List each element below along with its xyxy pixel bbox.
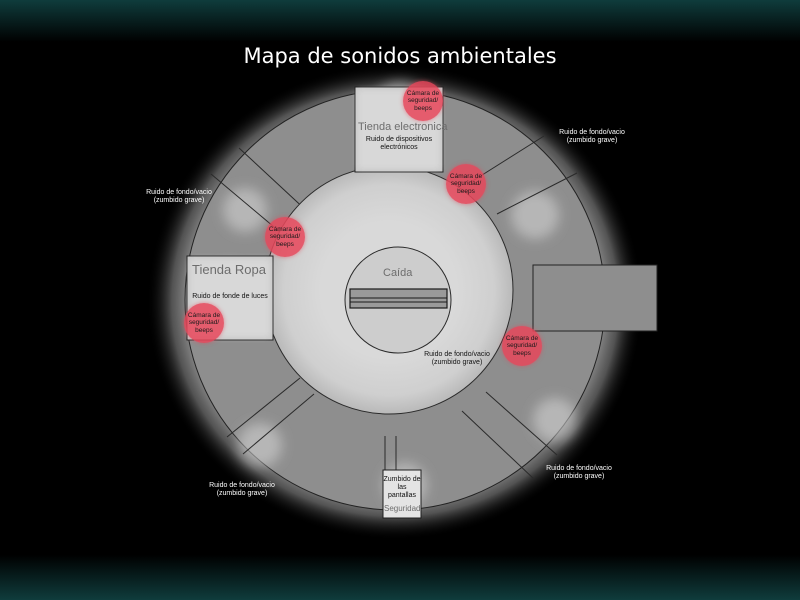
camera-marker: Cámara de seguridad/ beeps	[265, 217, 305, 257]
top-band	[0, 0, 800, 42]
store-electronica-sound: Ruido de dispositivos electrónicos	[365, 136, 433, 151]
bottom-band	[0, 555, 800, 600]
store-seguridad-box	[382, 469, 422, 519]
page-title: Mapa de sonidos ambientales	[243, 44, 557, 68]
store-seguridad-sound: Zumbido de las pantallas	[383, 476, 421, 499]
ambient-label: Ruido de fondo/vacio(zumbido grave)	[209, 482, 275, 497]
store-ropa-name: Tienda Ropa	[192, 262, 266, 277]
ambient-label: Ruido de fondo/vacio(zumbido grave)	[559, 129, 625, 144]
camera-marker: Cámara de seguridad/ beeps	[502, 326, 542, 366]
ambient-label: Ruido de fondo/vacio(zumbido grave)	[546, 465, 612, 480]
right-corridor	[532, 264, 658, 332]
camera-marker: Cámara de seguridad/ beeps	[403, 81, 443, 121]
store-ropa-sound: Ruido de fonde de luces	[192, 293, 268, 300]
store-seguridad-name: Seguridad	[384, 504, 421, 513]
drop-label: Caída	[383, 267, 413, 279]
camera-marker: Cámara de seguridad/ beeps	[446, 164, 486, 204]
store-electronica-name: Tienda electronica	[358, 121, 448, 133]
ambient-label: Ruido de fondo/vacio(zumbido grave)	[424, 351, 490, 366]
camera-marker: Cámara de seguridad/ beeps	[184, 303, 224, 343]
ambient-label: Ruido de fondo/vacio(zumbido grave)	[146, 189, 212, 204]
